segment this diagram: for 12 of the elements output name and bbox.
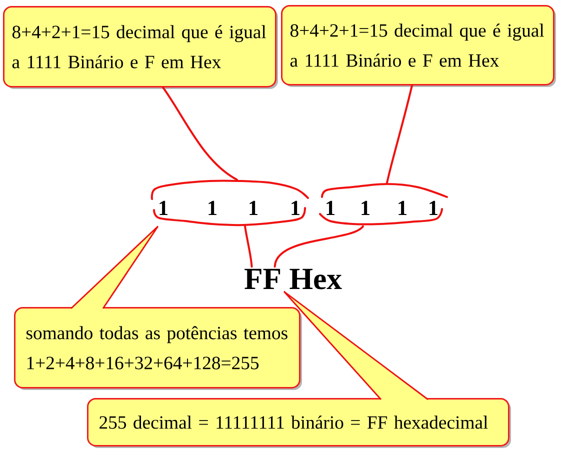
- callout-pointer: [70, 226, 159, 310]
- circled-digits: 1 1 1 1: [150, 180, 309, 226]
- bold-label: FF Hex: [244, 268, 342, 290]
- circled-digits: 1 1 1 1: [319, 183, 448, 226]
- connector-line: [244, 225, 253, 268]
- callout-box: 255 decimal = 11111111 binário = FF hexadecimal: [87, 398, 511, 448]
- callout-pointer: [283, 290, 429, 400]
- callout-box: 8+4+2+1=15 decimal que é igual a 1111 Binário e F em Hex: [281, 5, 556, 87]
- connector-line: [274, 225, 364, 268]
- connector-line: [386, 84, 413, 184]
- connector-line: [162, 86, 238, 181]
- callout-box: 8+4+2+1=15 decimal que é igual a 1111 Binário e F em Hex: [3, 6, 278, 89]
